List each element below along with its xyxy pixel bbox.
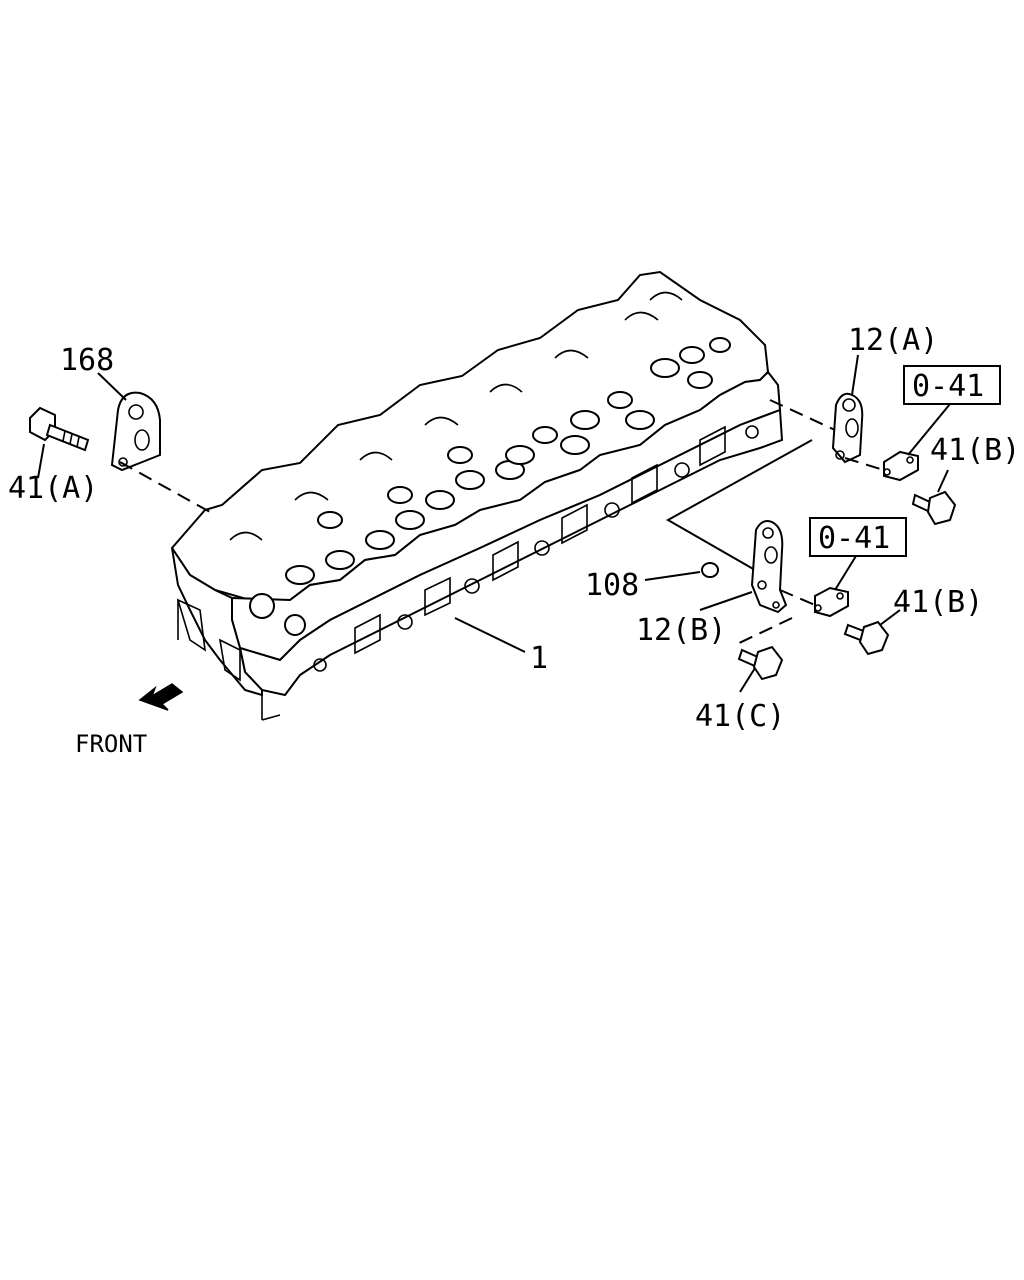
leader-12a [851, 354, 859, 396]
ref-label-bottom: 0-41 [818, 521, 890, 556]
assembly-line-12b [665, 439, 813, 571]
label-12a: 12(A) [848, 323, 938, 358]
cylinder-head [170, 270, 784, 721]
ref-box-top: 0-41 [903, 365, 1001, 405]
leader-ref-top [907, 403, 951, 456]
assembly-line-168 [119, 461, 211, 513]
bracket-12b [750, 520, 788, 614]
intake-ports [313, 425, 759, 672]
oring-108 [701, 562, 719, 578]
label-108: 108 [585, 568, 639, 603]
clip-bottom [814, 586, 849, 618]
ref-label-top: 0-41 [912, 369, 984, 404]
assembly-line-12a-clip [844, 457, 891, 473]
leader-41b-top [937, 469, 949, 493]
bolt-41a [29, 406, 90, 452]
leader-ref-bottom [834, 555, 857, 591]
valve-bosses [249, 337, 731, 636]
bracket-168 [110, 391, 161, 472]
leader-108 [644, 571, 701, 581]
label-1: 1 [530, 641, 548, 676]
leader-41c [739, 667, 756, 693]
leader-12b [699, 591, 753, 611]
label-12b: 12(B) [636, 613, 726, 648]
label-front: FRONT [75, 730, 147, 758]
label-41a: 41(A) [8, 471, 98, 506]
bolt-41b-top [911, 490, 957, 526]
bolt-41b-bottom [843, 620, 890, 656]
label-168: 168 [60, 343, 114, 378]
leader-168 [97, 372, 127, 401]
ref-box-bottom: 0-41 [809, 517, 907, 557]
clip-top [883, 450, 919, 482]
assembly-line-41c [734, 617, 793, 646]
bracket-12a [831, 392, 864, 464]
label-41b-top: 41(B) [930, 433, 1020, 468]
assembly-line-12a [769, 399, 836, 431]
label-41b-bottom: 41(B) [893, 585, 983, 620]
leader-41b-bottom [879, 609, 901, 626]
assembly-line-12b-clip [779, 589, 816, 606]
leader-1 [454, 617, 526, 653]
leader-41a [37, 443, 45, 479]
bolt-41c [737, 645, 784, 681]
arrow-down-left-icon [138, 683, 184, 711]
label-41c: 41(C) [695, 699, 785, 734]
